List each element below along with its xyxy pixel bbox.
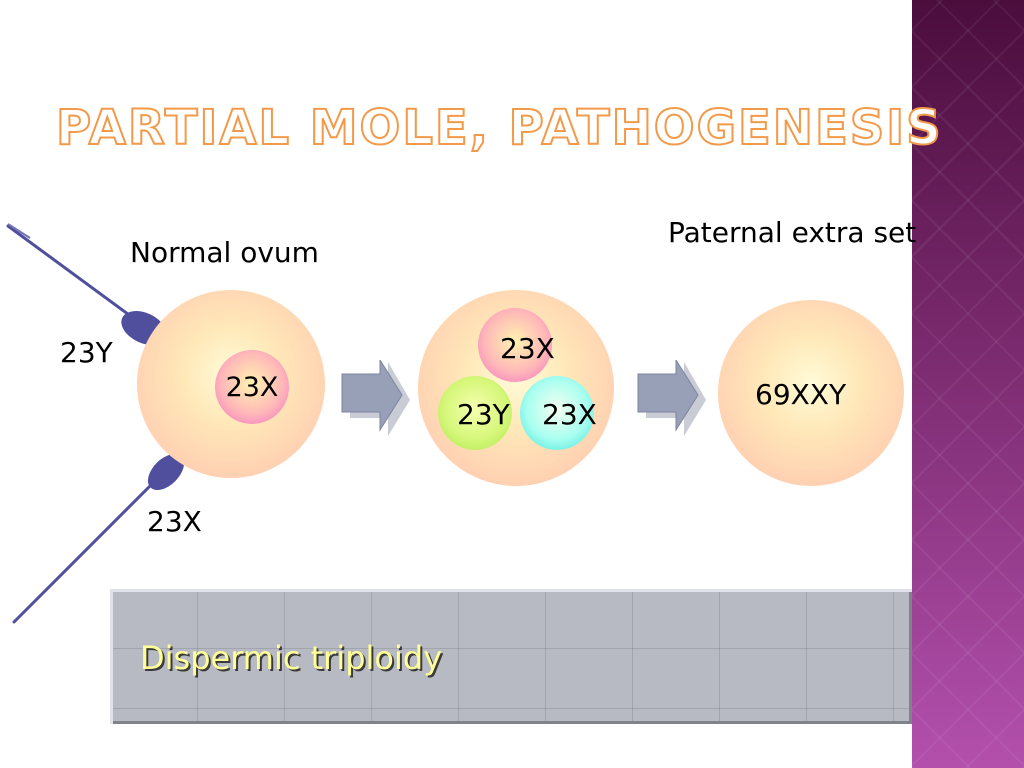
zygote-cell: 23X 23Y 23X: [418, 290, 614, 486]
triploid-cell: 69XXY: [718, 300, 904, 486]
decorative-side-band: [912, 0, 1024, 768]
normal-ovum-cell: 23X: [137, 290, 325, 478]
ovum-nucleus-label: 23X: [225, 371, 279, 403]
sperm-bottom-label: 23X: [147, 505, 202, 538]
sperm-bottom: [12, 453, 185, 624]
banner-text: Dispermic triploidy: [140, 639, 443, 677]
zygote-nucleus-left: [438, 376, 512, 450]
sperm-top-label: 23Y: [60, 336, 113, 369]
zygote-nucleus-right-label: 23X: [542, 398, 597, 431]
paternal-extra-set-label: Paternal extra set: [668, 216, 917, 249]
triploid-karyotype-label: 69XXY: [755, 378, 847, 411]
zygote-nucleus-right: [520, 376, 594, 450]
arrow-right-icon: [637, 360, 706, 436]
sperm-illustrations: [6, 223, 185, 624]
zygote-nucleus-top-label: 23X: [500, 332, 555, 365]
summary-banner: Dispermic triploidy: [110, 589, 912, 724]
normal-ovum-label: Normal ovum: [130, 236, 319, 269]
ovum-nucleus: 23X: [215, 350, 289, 424]
arrow-right-icon: [341, 360, 410, 436]
slide-title: Partial mole, pathogenesis: [55, 99, 943, 157]
zygote-nucleus-top: [478, 308, 552, 382]
zygote-nucleus-left-label: 23Y: [457, 398, 510, 431]
